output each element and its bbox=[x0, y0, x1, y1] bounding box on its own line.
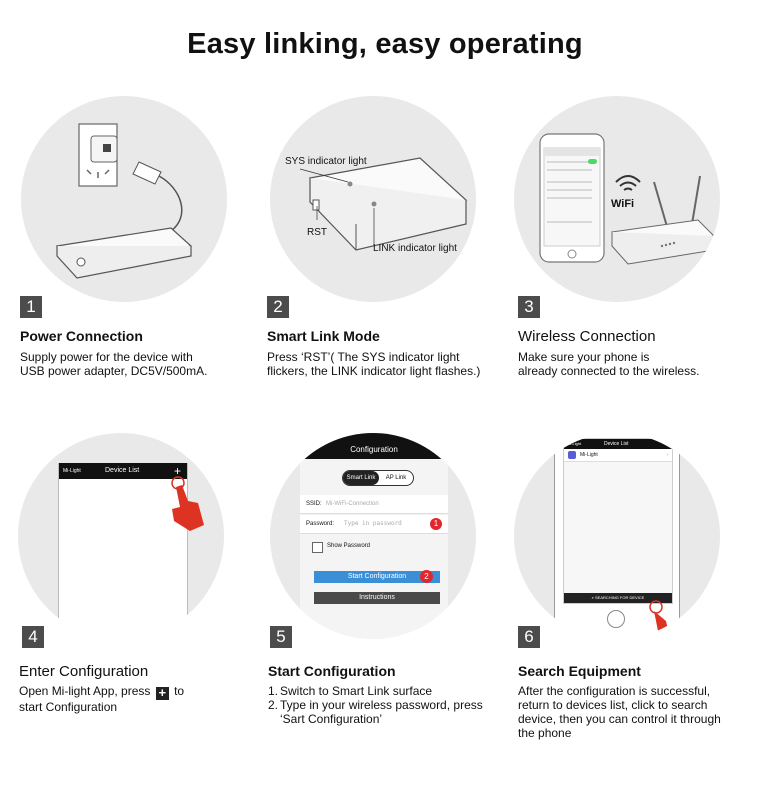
show-password-checkbox[interactable] bbox=[312, 542, 323, 553]
add-button[interactable]: + bbox=[173, 464, 181, 478]
ssid-label: SSID: bbox=[306, 501, 322, 507]
instructions-button[interactable]: Instructions bbox=[314, 592, 440, 604]
device-icon bbox=[568, 451, 576, 459]
step-4-description: Open Mi-light App, press + to start Conf… bbox=[19, 684, 184, 714]
step-5-item-2: 2.Type in your wireless password, press … bbox=[268, 698, 483, 726]
ssid-value[interactable]: Mi-WiFi-Connection bbox=[326, 501, 379, 507]
sys-indicator-label: SYS indicator light bbox=[285, 156, 367, 167]
config-screen: Configuration Smart Link AP Link SSID: M… bbox=[300, 433, 448, 639]
config-header: Configuration bbox=[300, 433, 448, 459]
plus-icon: + bbox=[155, 686, 169, 700]
step-6-number: 6 bbox=[518, 626, 540, 648]
app-screen: Mi-Light Device List + bbox=[58, 463, 188, 639]
start-configuration-button[interactable]: Start Configuration bbox=[314, 571, 440, 583]
step-5-item-1: 1.Switch to Smart Link surface bbox=[268, 684, 483, 698]
step-6-description: After the configuration is successful, r… bbox=[518, 684, 721, 740]
controller-box-icon bbox=[299, 157, 468, 251]
step-1-number: 1 bbox=[20, 296, 42, 318]
brand-label: Mi-Light bbox=[63, 468, 81, 474]
step-1-description: Supply power for the device with USB pow… bbox=[20, 350, 208, 378]
password-input[interactable]: Type in password bbox=[344, 520, 402, 527]
phone-router-icon bbox=[539, 133, 716, 265]
brand-label: Mi-Light bbox=[567, 441, 582, 446]
step-marker-2: 2 bbox=[420, 570, 433, 583]
hand-pointer-icon bbox=[649, 600, 670, 639]
phone-frame: Mi-Light Device List Mi-Light › ⌕ SEARCH… bbox=[554, 433, 680, 639]
tab-smart-link[interactable]: Smart Link bbox=[343, 471, 379, 485]
hand-pointer-icon bbox=[171, 476, 204, 531]
device-list-title: Device List bbox=[604, 441, 629, 447]
step-5-item-1-text: Switch to Smart Link surface bbox=[280, 684, 433, 698]
search-equipment-illustration: Mi-Light Device List Mi-Light › ⌕ SEARCH… bbox=[514, 433, 720, 639]
step-4-desc-before: Open Mi-light App, press bbox=[19, 684, 151, 698]
wifi-label: WiFi bbox=[611, 198, 635, 210]
device-list-header: Device List bbox=[105, 467, 140, 474]
step-3-title: Wireless Connection bbox=[518, 328, 656, 345]
step-2-title: Smart Link Mode bbox=[267, 328, 380, 344]
device-list-screen: Mi-Light Device List Mi-Light › ⌕ SEARCH… bbox=[563, 438, 673, 604]
step-4-title: Enter Configuration bbox=[19, 663, 149, 680]
step-4-desc-line2: start Configuration bbox=[19, 700, 118, 714]
step-2-description: Press ‘RST’( The SYS indicator light fli… bbox=[267, 350, 481, 378]
search-icon: ⌕ bbox=[591, 595, 595, 600]
show-password-label: Show Password bbox=[327, 543, 371, 549]
step-3-number: 3 bbox=[518, 296, 540, 318]
device-item-name: Mi-Light bbox=[580, 452, 598, 458]
search-device-button[interactable]: ⌕ SEARCHING FOR DEVICE bbox=[564, 593, 672, 603]
step-5-item-1-number: 1. bbox=[268, 684, 279, 698]
step-4-desc-after: to bbox=[174, 684, 185, 698]
step-5-item-2-number: 2. bbox=[268, 698, 279, 712]
step-marker-1: 1 bbox=[430, 518, 442, 530]
page-title: Easy linking, easy operating bbox=[187, 28, 583, 60]
link-indicator-label: LINK indicator light bbox=[373, 243, 457, 254]
step-6-title: Search Equipment bbox=[518, 663, 641, 679]
link-tabs: Smart Link AP Link bbox=[342, 470, 414, 486]
step-3-description: Make sure your phone is already connecte… bbox=[518, 350, 700, 378]
step-1-title: Power Connection bbox=[20, 328, 143, 344]
step-5-title: Start Configuration bbox=[268, 663, 396, 679]
start-configuration-illustration: Configuration Smart Link AP Link SSID: M… bbox=[270, 433, 476, 639]
wireless-illustration: WiFi bbox=[514, 96, 720, 302]
device-list-item[interactable]: Mi-Light › bbox=[564, 449, 672, 462]
step-5-item-2-text: Type in your wireless password, press ‘S… bbox=[280, 698, 483, 726]
usb-adapter-cable-icon bbox=[55, 123, 193, 279]
password-label: Password: bbox=[306, 521, 335, 527]
password-row: Password: Type in password 1 bbox=[300, 515, 448, 534]
smart-link-illustration: SYS indicator light RST LINK indicator l… bbox=[270, 96, 476, 302]
chevron-right-icon: › bbox=[666, 452, 668, 458]
search-device-label: SEARCHING FOR DEVICE bbox=[595, 595, 645, 600]
step-5-number: 5 bbox=[270, 626, 292, 648]
power-illustration bbox=[21, 96, 227, 302]
step-2-number: 2 bbox=[267, 296, 289, 318]
step-5-instructions: 1.Switch to Smart Link surface 2.Type in… bbox=[268, 684, 483, 726]
home-button[interactable] bbox=[607, 610, 625, 628]
ssid-row: SSID: Mi-WiFi-Connection bbox=[300, 495, 448, 514]
tab-ap-link[interactable]: AP Link bbox=[385, 475, 407, 481]
app-header: Mi-Light Device List + bbox=[59, 463, 187, 479]
rst-label: RST bbox=[307, 227, 327, 238]
device-list-header-bar: Mi-Light Device List bbox=[564, 439, 672, 449]
step-4-number: 4 bbox=[22, 626, 44, 648]
enter-configuration-illustration: Mi-Light Device List + bbox=[18, 433, 224, 639]
